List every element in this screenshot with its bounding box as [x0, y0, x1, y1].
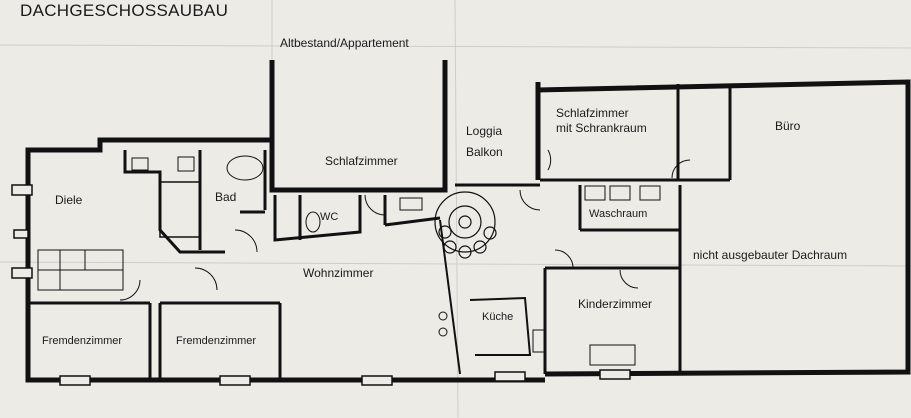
label-bad: Bad: [215, 190, 237, 204]
windows: [11, 184, 631, 386]
interior-walls: [28, 84, 732, 380]
label-dachraum: nicht ausgebauter Dachraum: [693, 248, 848, 262]
label-wc: WC: [320, 211, 339, 223]
label-wohnzimmer: Wohnzimmer: [303, 266, 374, 280]
label-altbestand: Altbestand/Appartement: [280, 36, 409, 50]
label-loggia-balkon: Loggia Balkon: [466, 124, 503, 159]
label-kinderzimmer: Kinderzimmer: [578, 297, 653, 311]
plan-title: DACHGESCHOSSAUBAU: [20, 1, 229, 20]
label-buero: Büro: [775, 119, 801, 133]
label-schlafzimmer-schrankraum: Schlafzimmer mit Schrankraum: [556, 106, 647, 135]
stair-detail: [37, 249, 124, 291]
spiral-staircase: [434, 191, 497, 259]
label-schlafzimmer: Schlafzimmer: [325, 154, 398, 168]
label-diele: Diele: [55, 193, 83, 207]
outer-walls: [25, 60, 911, 383]
label-fremdenzimmer-1: Fremdenzimmer: [42, 335, 123, 347]
label-waschraum: Waschraum: [589, 208, 648, 220]
label-kueche: Küche: [482, 311, 514, 323]
doors: [119, 149, 691, 301]
label-fremdenzimmer-2: Fremdenzimmer: [176, 335, 257, 347]
fixtures: [131, 155, 661, 366]
